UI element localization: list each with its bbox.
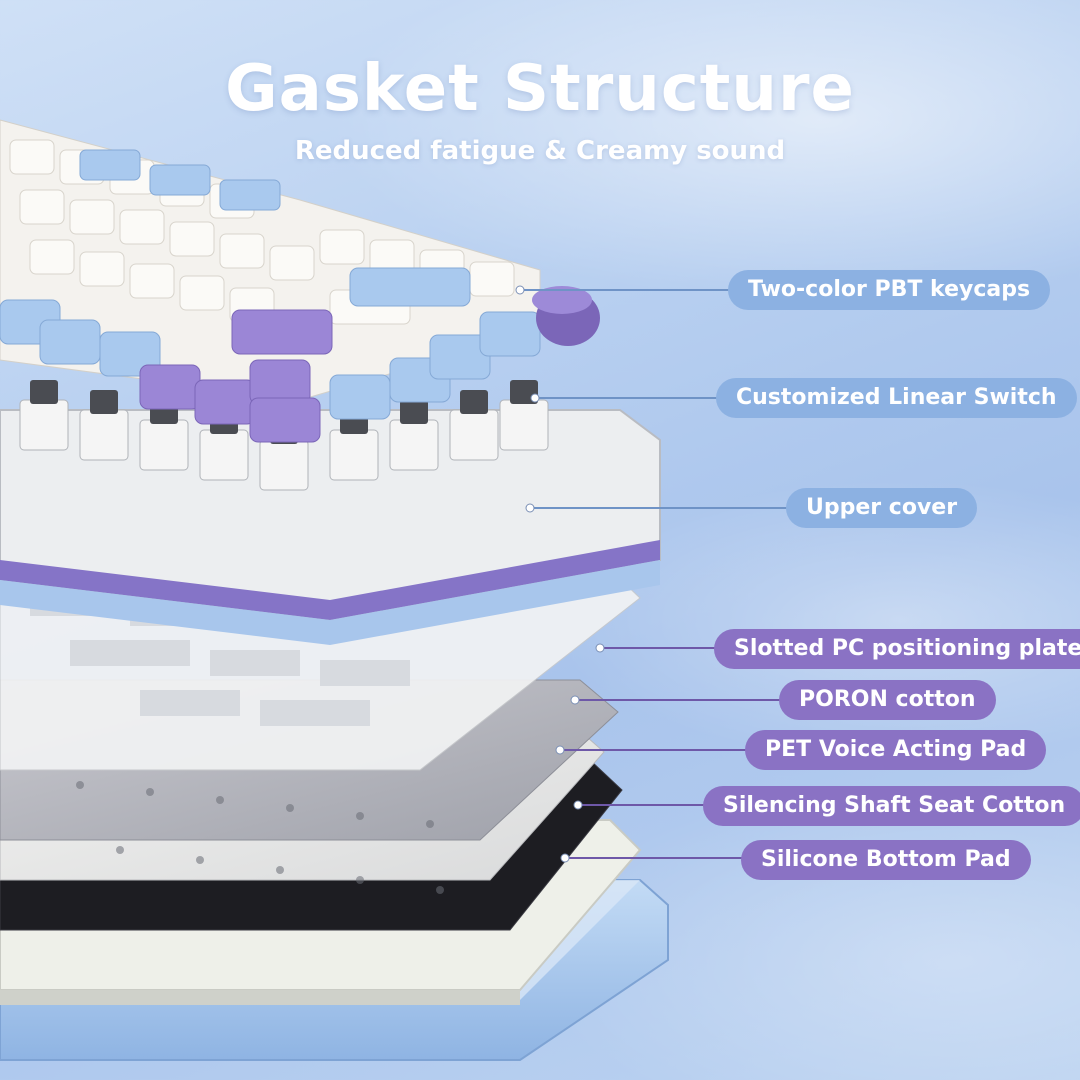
label-pc-plate: Slotted PC positioning plate <box>714 629 1080 669</box>
label-upper-cover: Upper cover <box>786 488 978 528</box>
switch-row <box>19 380 549 491</box>
label-silicone-pad: Silicone Bottom Pad <box>741 840 1031 880</box>
layer-holes <box>76 781 444 894</box>
label-keycaps: Two-color PBT keycaps <box>728 270 1051 310</box>
keycap-block <box>0 119 600 443</box>
label-poron-cotton: PORON cotton <box>779 680 996 720</box>
label-silencing-cotton: Silencing Shaft Seat Cotton <box>703 786 1080 826</box>
label-pet-pad: PET Voice Acting Pad <box>745 730 1047 770</box>
page-subtitle: Reduced fatigue & Creamy sound <box>294 136 786 166</box>
volume-knob <box>532 286 600 346</box>
page-title: Gasket Structure <box>225 52 855 126</box>
label-linear-switch: Customized Linear Switch <box>716 378 1077 418</box>
leader-lines <box>515 285 790 863</box>
